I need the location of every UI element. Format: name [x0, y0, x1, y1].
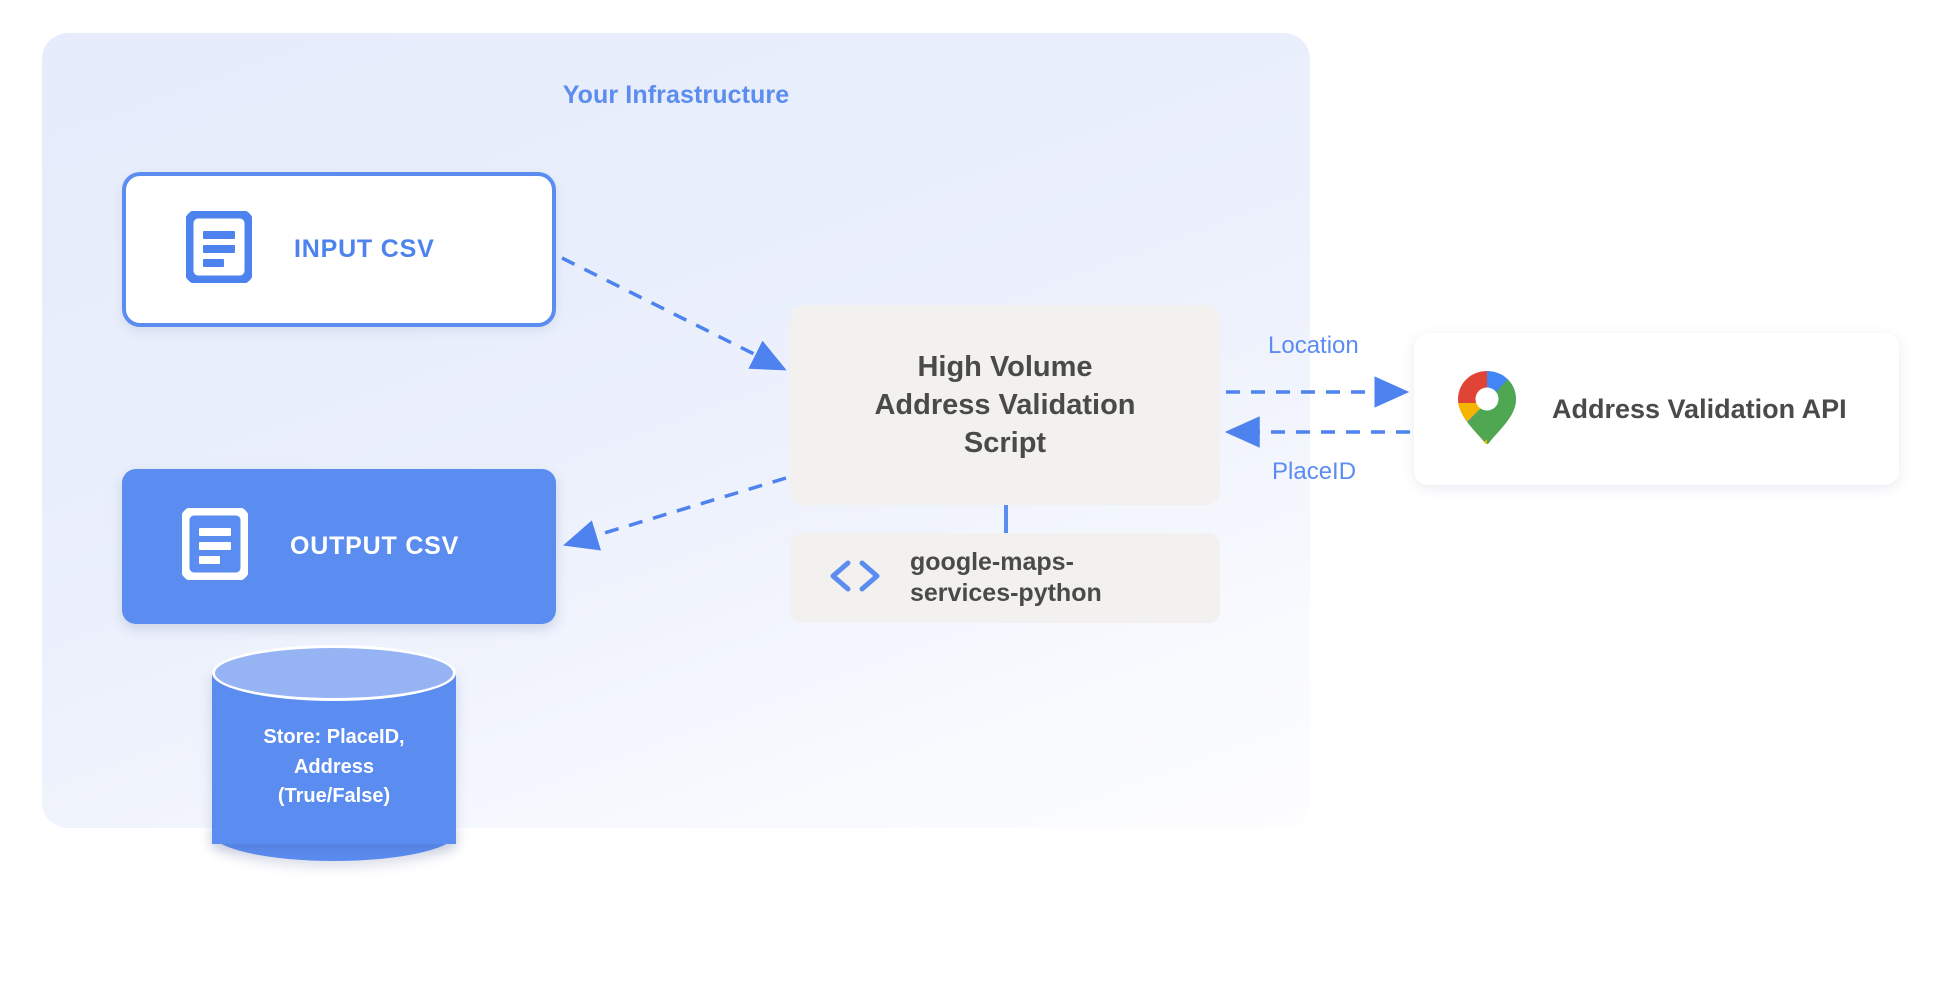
node-client-library[interactable]: google-maps- services-python: [790, 533, 1220, 623]
node-output-csv[interactable]: OUTPUT CSV: [122, 469, 556, 624]
database-label: Store: PlaceID, Address (True/False): [212, 723, 456, 812]
document-icon: [184, 209, 254, 288]
library-label: google-maps- services-python: [910, 547, 1102, 610]
document-icon: [180, 506, 250, 585]
library-label-line1: google-maps-: [910, 547, 1074, 576]
output-csv-label: OUTPUT CSV: [290, 532, 460, 560]
code-brackets-icon: [826, 556, 884, 601]
library-label-line2: services-python: [910, 579, 1102, 607]
script-label-line3: Script: [963, 427, 1047, 460]
infrastructure-title: Your Infrastructure: [562, 81, 790, 109]
script-label-line1: High Volume: [917, 350, 1093, 383]
node-address-validation-api[interactable]: Address Validation API: [1414, 333, 1899, 485]
google-maps-pin-icon: [1456, 369, 1518, 450]
database-label-line2: Address: [293, 755, 375, 778]
database-label-line3: (True/False): [277, 785, 391, 808]
arrow-label-placeid: PlaceID: [1272, 458, 1357, 485]
script-label-line2: Address Validation: [874, 388, 1136, 421]
api-label: Address Validation API: [1552, 393, 1847, 424]
node-validation-script[interactable]: High Volume Address Validation Script: [790, 305, 1220, 505]
cylinder-top-ellipse: [212, 645, 456, 701]
node-input-csv[interactable]: INPUT CSV: [122, 172, 556, 327]
connector-script-to-library: [1004, 505, 1008, 534]
script-label: High Volume Address Validation Script: [874, 348, 1135, 463]
node-database-cylinder[interactable]: Store: PlaceID, Address (True/False): [212, 645, 456, 870]
database-label-line1: Store: PlaceID,: [263, 726, 405, 748]
input-csv-label: INPUT CSV: [294, 235, 435, 263]
arrow-label-location: Location: [1268, 332, 1359, 359]
